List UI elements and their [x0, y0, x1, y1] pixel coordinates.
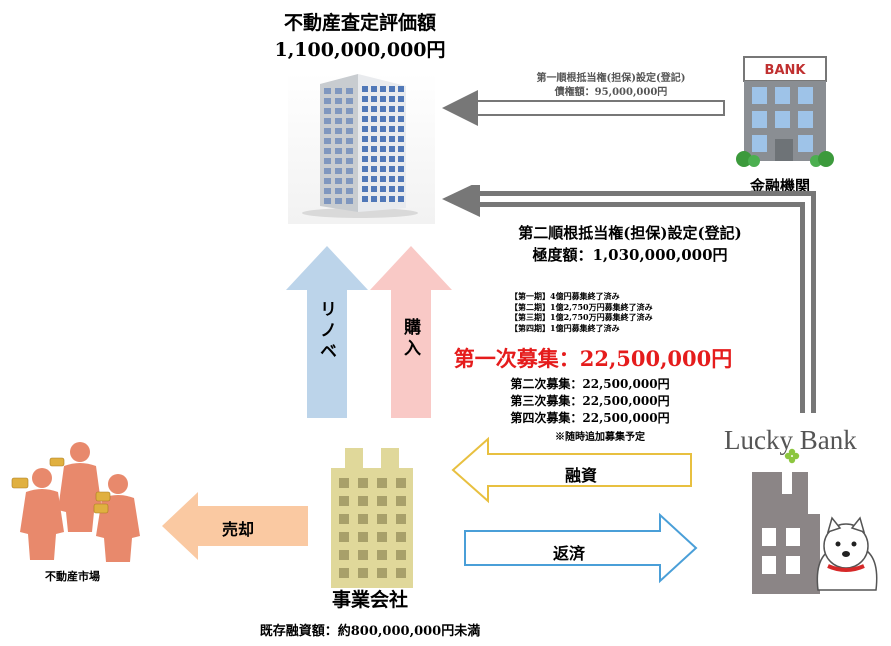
market-people-icon — [11, 442, 140, 562]
phase-item: 【第二期】1億2,750万円募集終了済み — [510, 301, 653, 312]
appraisal-title: 不動産査定評価額 — [283, 12, 436, 34]
financing-arrow — [451, 436, 692, 504]
dog-mascot-icon — [816, 516, 878, 591]
first-lien-note: 第一順根抵当権(担保)設定(登記) 債権額：95,000,000円 — [496, 72, 726, 100]
first-lien-amount: 債権額：95,000,000円 — [554, 87, 668, 98]
renovation-arrow — [286, 246, 368, 418]
svg-text:BANK: BANK — [765, 63, 807, 78]
phase-item: 【第三期】1億2,750万円募集終了済み — [510, 312, 653, 322]
third-round: 第三次募集：22,500,000円 — [510, 394, 670, 408]
repayment-label: 返済 — [553, 544, 586, 563]
first-lien-type: 第一順根抵当権(担保)設定(登記) — [536, 73, 686, 84]
company-building-icon — [331, 448, 413, 588]
repayment-arrow — [464, 512, 698, 584]
existing-loan-note: 既存融資額：約800,000,000円未満 — [259, 624, 481, 639]
lucky-bank-building-icon — [752, 472, 878, 594]
market-label: 不動産市場 — [45, 570, 100, 583]
sale-label: 売却 — [222, 520, 255, 539]
bank-label: 金融機関 — [749, 177, 810, 195]
purchase-arrow — [370, 246, 452, 418]
fourth-round: 第四次募集：22,500,000円 — [510, 411, 670, 425]
purchase-label: 購入 — [400, 318, 420, 360]
round-list: 第二次募集：22,500,000円 第三次募集：22,500,000円 第四次募… — [490, 376, 690, 427]
sale-arrow — [162, 492, 308, 560]
first-lien-arrow — [442, 90, 725, 126]
first-round-highlight: 第一次募集：22,500,000円 — [453, 346, 733, 371]
lucky-bank-logo: Lucky Bank — [724, 425, 857, 455]
additional-round-note: ※随時追加募集予定 — [555, 432, 645, 443]
financing-label: 融資 — [565, 466, 598, 485]
renovation-label: リノベ — [316, 300, 336, 363]
second-round: 第二次募集：22,500,000円 — [510, 377, 670, 391]
bank-building-icon: BANK — [736, 56, 834, 167]
second-lien-limit: 極度額：1,030,000,000円 — [532, 246, 728, 264]
phase-item: 【第一期】4億円募集終了済み — [510, 291, 620, 301]
phase-item: 【第四期】1億円募集終了済み — [510, 322, 620, 333]
phase-list: 【第一期】4億円募集終了済み 【第二期】1億2,750万円募集終了済み 【第三期… — [510, 291, 730, 333]
company-label: 事業会社 — [331, 589, 408, 611]
second-lien-type: 第二順根抵当権(担保)設定(登記) — [518, 224, 742, 242]
second-lien-arrow — [442, 185, 816, 413]
office-tower-illustration — [302, 74, 418, 218]
appraisal-label: 不動産査定評価額 1,100,000,000円 — [250, 10, 470, 64]
second-lien-note: 第二順根抵当権(担保)設定(登記) 極度額：1,030,000,000円 — [470, 222, 790, 266]
appraisal-amount: 1,100,000,000円 — [274, 39, 446, 61]
clover-icon — [784, 448, 800, 464]
